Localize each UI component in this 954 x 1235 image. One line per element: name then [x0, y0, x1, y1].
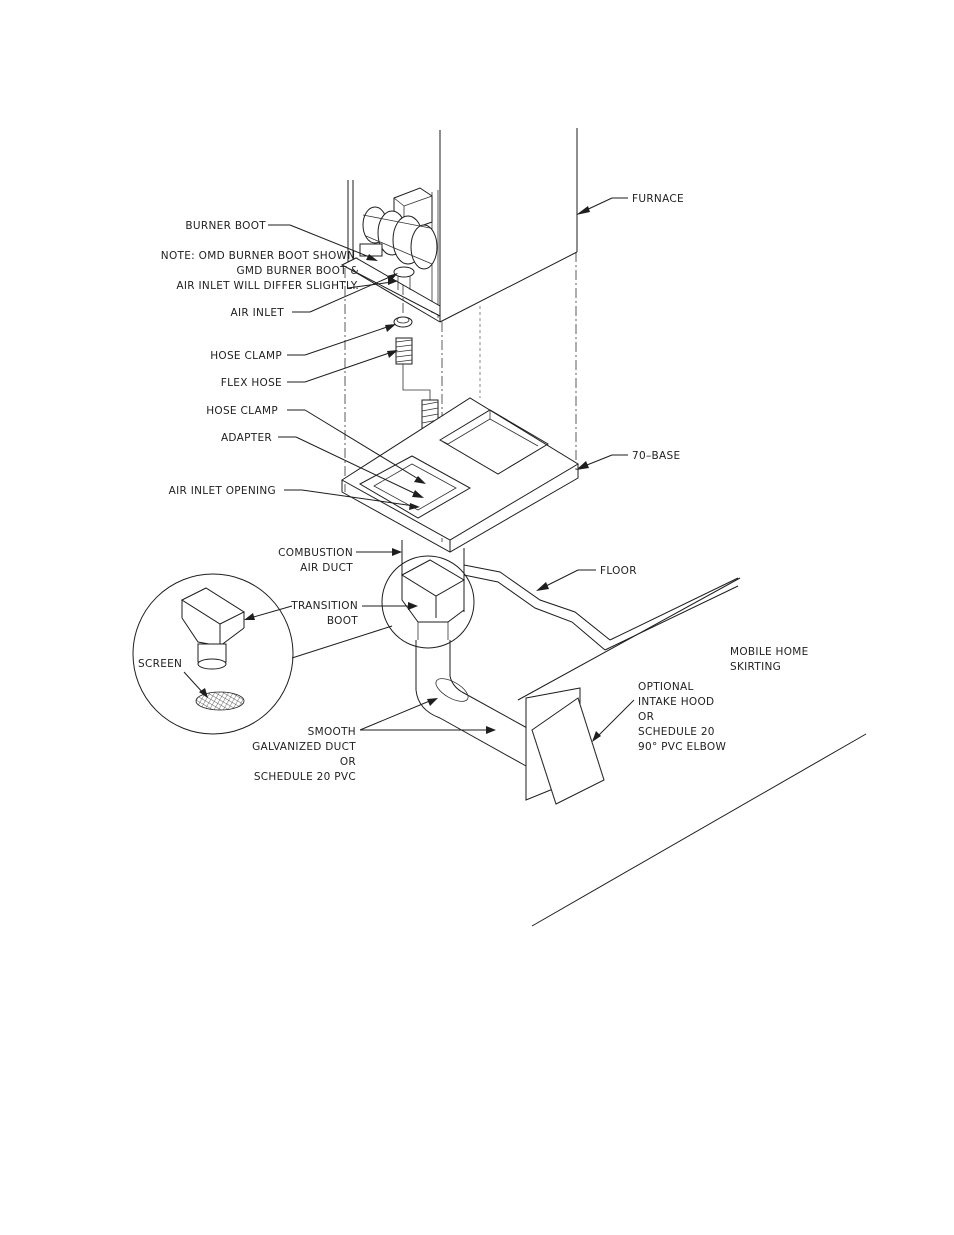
label-furnace: FURNACE: [632, 193, 684, 205]
label-flex-hose: FLEX HOSE: [221, 377, 282, 389]
callout-arrow-icon: [244, 613, 255, 620]
label-adapter: ADAPTER: [221, 432, 272, 444]
screen-detail: [132, 573, 393, 735]
label-skirting-line1: MOBILE HOME: [730, 646, 809, 658]
callout-arrow-icon: [592, 731, 601, 742]
label-duct-line4: SCHEDULE 20 PVC: [254, 771, 356, 783]
callout-arrow-icon: [412, 490, 424, 498]
callout-arrow-icon: [392, 548, 402, 556]
combustion-air-duct: [400, 540, 465, 618]
callout-arrow-icon: [486, 726, 496, 734]
callout-arrow-icon: [199, 688, 208, 698]
label-note-line2: GMD BURNER BOOT &: [236, 265, 359, 277]
callout-arrow-icon: [576, 206, 590, 215]
callout-arrow-icon: [427, 698, 438, 706]
label-hood-line5: 90° PVC ELBOW: [638, 741, 726, 753]
label-duct-line1: SMOOTH: [308, 726, 356, 738]
callout-arrow-icon: [536, 582, 549, 591]
flex-hose-upper: [395, 337, 431, 400]
callout-arrow-icon: [409, 503, 420, 510]
callout-arrow-icon: [387, 273, 398, 282]
transition-boot: [381, 555, 475, 649]
label-hose-clamp-upper: HOSE CLAMP: [210, 350, 282, 362]
base-70: [341, 306, 579, 553]
label-70-base: 70–BASE: [632, 450, 680, 462]
label-hose-clamp-lower: HOSE CLAMP: [206, 405, 278, 417]
label-floor: FLOOR: [600, 565, 637, 577]
callout-arrow-icon: [408, 602, 418, 610]
label-hood-line3: OR: [638, 711, 654, 723]
label-note-line1: NOTE: OMD BURNER BOOT SHOWN.: [161, 250, 359, 262]
galvanized-duct: [415, 640, 539, 767]
floor-outline: [463, 564, 739, 651]
callout-arrow-icon: [414, 476, 426, 484]
label-air-inlet: AIR INLET: [231, 307, 285, 319]
label-combustion-line1: COMBUSTION: [278, 547, 353, 559]
label-hood-line2: INTAKE HOOD: [638, 696, 714, 708]
callout-arrow-icon: [576, 461, 589, 470]
label-screen: SCREEN: [138, 658, 182, 670]
label-combustion-line2: AIR DUCT: [300, 562, 353, 574]
label-air-inlet-opening: AIR INLET OPENING: [169, 485, 276, 497]
label-duct-line3: OR: [340, 756, 356, 768]
leader-lines: [183, 197, 635, 742]
label-note-line3: AIR INLET WILL DIFFER SLIGHTLY.: [176, 280, 359, 292]
label-transition-line1: TRANSITION: [290, 600, 358, 612]
label-skirting-line2: SKIRTING: [730, 661, 781, 673]
callout-arrow-icon: [387, 350, 398, 358]
burner-assembly: [359, 187, 438, 290]
furnace-cabinet: [340, 128, 578, 323]
label-duct-line2: GALVANIZED DUCT: [252, 741, 356, 753]
label-hood-line4: SCHEDULE 20: [638, 726, 715, 738]
hose-clamp-upper: [393, 316, 413, 328]
mobile-home-skirting: [517, 577, 867, 927]
screen-mesh-icon: [195, 691, 245, 711]
callout-arrow-icon: [366, 254, 378, 261]
label-transition-line2: BOOT: [327, 615, 358, 627]
label-burner-boot: BURNER BOOT: [185, 220, 266, 232]
labels: FURNACE BURNER BOOT NOTE: OMD BURNER BOO…: [138, 193, 809, 783]
intake-hood: [525, 687, 605, 805]
callout-arrow-icon: [385, 324, 396, 332]
label-hood-line1: OPTIONAL: [638, 681, 694, 693]
